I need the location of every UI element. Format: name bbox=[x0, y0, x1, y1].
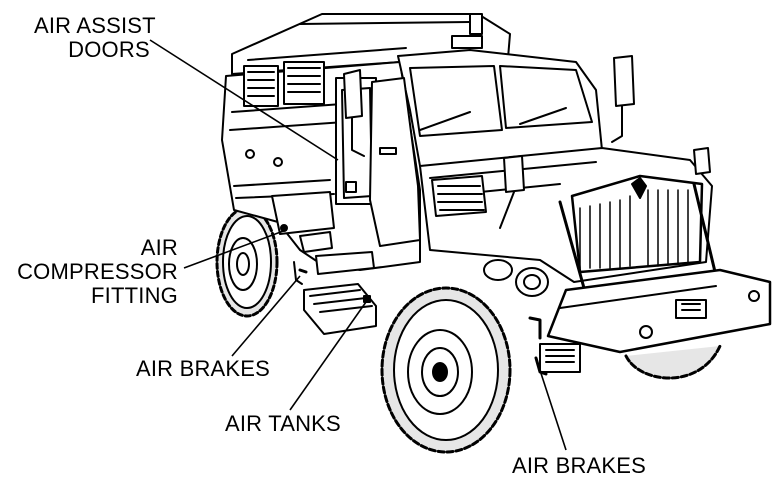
label-air-assist-doors-line-1: AIR ASSIST bbox=[34, 13, 156, 38]
hood bbox=[419, 147, 718, 297]
front-bumper bbox=[528, 268, 772, 376]
leader-air-brakes-right bbox=[535, 357, 567, 451]
cab bbox=[343, 49, 635, 247]
leader-air-assist-doors bbox=[149, 39, 339, 161]
label-air-assist-doors-line-2: DOORS bbox=[68, 37, 150, 62]
side-steps bbox=[293, 251, 377, 335]
label-air-assist-doors: AIR ASSIST DOORS bbox=[34, 14, 156, 62]
front-right-wheel bbox=[624, 344, 722, 380]
leader-air-tanks bbox=[289, 301, 367, 411]
label-air-compressor-fitting: AIR COMPRESSOR FITTING bbox=[0, 236, 178, 308]
rear-wheel bbox=[215, 206, 279, 318]
label-air-tanks: AIR TANKS bbox=[225, 411, 341, 436]
leader-air-brakes-left bbox=[231, 275, 301, 357]
label-air-brakes-left: AIR BRAKES bbox=[136, 356, 271, 381]
leader-air-compressor-fitting bbox=[183, 229, 287, 269]
label-air-compressor-fitting-line-1: AIR bbox=[140, 235, 178, 260]
front-left-wheel bbox=[380, 286, 512, 454]
label-air-compressor-fitting-line-3: FITTING bbox=[91, 283, 178, 308]
label-air-compressor-fitting-line-2: COMPRESSOR bbox=[17, 259, 178, 284]
label-air-brakes-right: AIR BRAKES bbox=[512, 453, 647, 478]
